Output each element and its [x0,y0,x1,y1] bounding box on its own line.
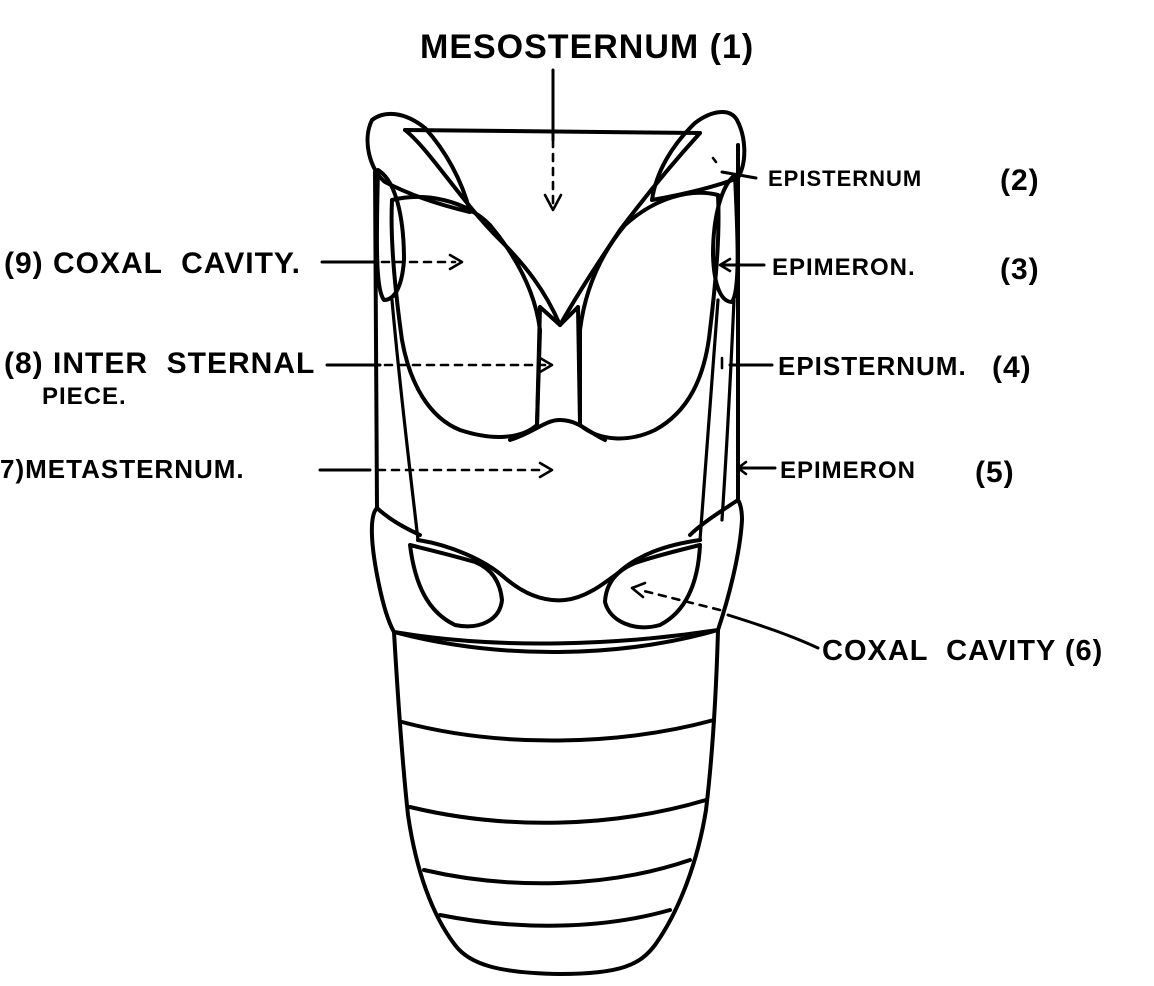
left-coxal-cavity-9 [392,197,540,437]
mesosternum-v-left [405,130,560,325]
left-lateral-strip [392,300,418,540]
metasternum-posterior-edge [377,500,738,535]
coxal-cavity-6-leader [728,615,818,648]
abdomen-outline [394,630,718,974]
episternum-2-dot [713,158,716,162]
right-coxal-cavity-9 [580,193,719,439]
label-mesosternum: MESOSTERNUM (1) [420,28,754,66]
label-coxal-cavity-9: (9) COXAL CAVITY. [4,247,301,280]
mesosternum-v-right [560,133,700,325]
label-epimeron-3-number: (3) [1000,253,1040,286]
label-episternum-2-number: (2) [1000,164,1040,197]
abdomen-segment-3 [410,800,706,823]
label-epimeron-5: EPIMERON [780,457,916,484]
abdomen-segment-1 [394,630,718,652]
right-anterior-lobe [652,112,744,200]
label-episternum-4: EPISTERNUM. [778,351,967,381]
label-episternum-4-number: (4) [992,351,1032,384]
right-hind-coxal-cavity-6 [605,545,700,627]
label-coxal-cavity-6: COXAL CAVITY (6) [822,635,1103,667]
body-outline [368,112,745,974]
label-inter-sternal-line2: PIECE. [42,383,127,410]
right-lateral-strip-b [722,300,734,520]
label-epimeron-5-number: (5) [975,456,1015,489]
metathorax-posterior-band [372,500,742,644]
abdomen-segment-4 [424,860,690,883]
label-metasternum: 7)METASTERNUM. [0,454,245,484]
metasternum-front-edge [510,420,605,440]
label-epimeron-3: EPIMERON. [772,254,916,281]
abdomen-segment-5 [440,910,670,926]
label-inter-sternal-line1: (8) INTER STERNAL [4,347,315,380]
metasternum-hind-margin [418,540,700,600]
metasternum-arrowhead [540,463,552,477]
label-episternum-2: EPISTERNUM [768,166,922,191]
left-hind-coxal-cavity [410,545,502,626]
abdomen-segment-2 [402,720,714,741]
coxal-cavity-6-arrowhead [632,583,645,597]
